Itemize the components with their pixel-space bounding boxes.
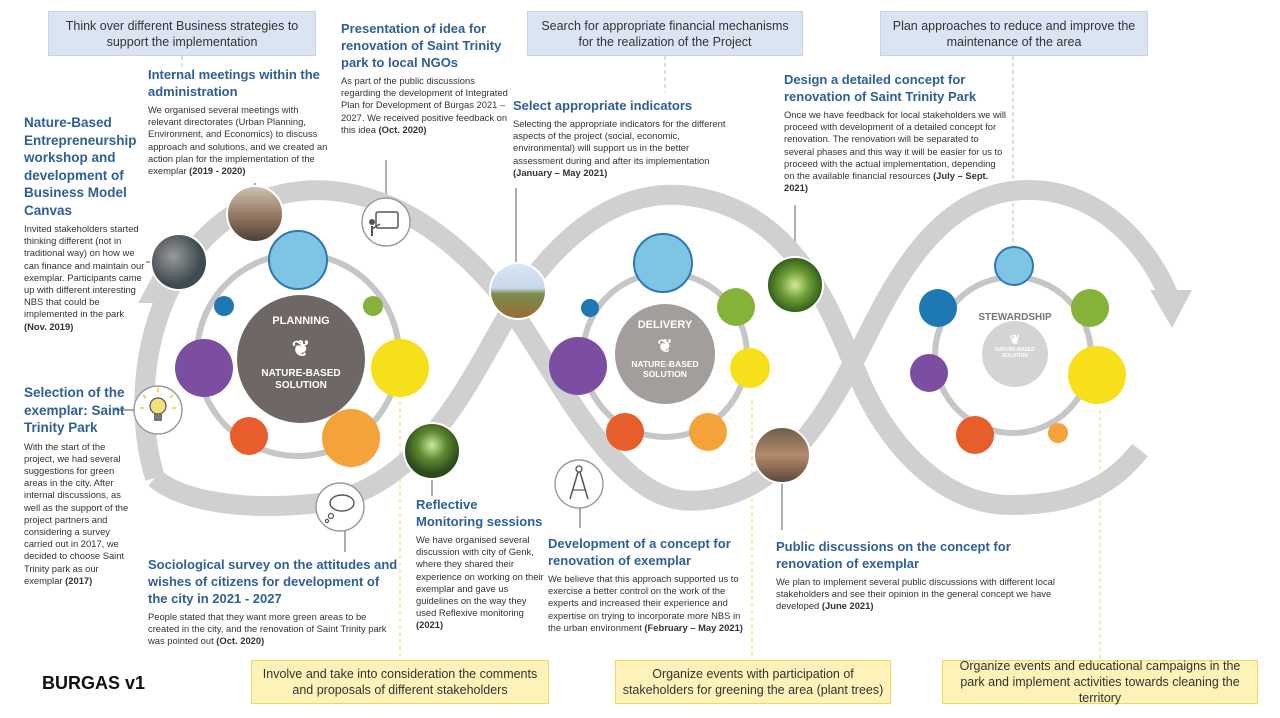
- tree-photo: [767, 257, 823, 313]
- block-title: Selection of the exemplar: Saint Trinity…: [24, 384, 136, 437]
- top-box-maintenance: Plan approaches to reduce and improve th…: [880, 11, 1148, 56]
- block-date: (February – May 2021): [644, 622, 742, 633]
- block-date: (Nov. 2019): [24, 321, 73, 332]
- block-selection-exemplar: Selection of the exemplar: Saint Trinity…: [24, 384, 136, 587]
- block-date: (Oct. 2020): [216, 635, 264, 646]
- leaf-icon: ❦: [241, 336, 361, 362]
- block-public-discussions: Public discussions on the concept for re…: [776, 538, 1076, 613]
- flow-arrowhead-right: [1150, 290, 1192, 328]
- block-presentation-ngos: Presentation of idea for renovation of S…: [341, 20, 511, 136]
- block-select-indicators: Select appropriate indicators Selecting …: [513, 97, 735, 179]
- block-design-concept: Design a detailed concept for renovation…: [784, 71, 1008, 194]
- block-sociological-survey: Sociological survey on the attitudes and…: [148, 556, 398, 648]
- delivery-title: DELIVERY: [620, 318, 710, 332]
- block-title: Nature-Based Entrepreneurship workshop a…: [24, 114, 146, 219]
- bottom-box-greening-events: Organize events with participation of st…: [615, 660, 891, 704]
- block-date: (2017): [65, 575, 92, 586]
- block-reflective-monitoring: Reflective Monitoring sessions We have o…: [416, 496, 544, 632]
- block-development-concept: Development of a concept for renovation …: [548, 535, 748, 634]
- planning-title: PLANNING: [241, 314, 361, 328]
- block-title: Select appropriate indicators: [513, 97, 735, 114]
- block-date: (January – May 2021): [513, 167, 607, 178]
- block-body: With the start of the project, we had se…: [24, 441, 128, 586]
- block-date: (2019 - 2020): [189, 165, 245, 176]
- block-body: People stated that they want more green …: [148, 611, 387, 646]
- block-title: Development of a concept for renovation …: [548, 535, 748, 569]
- delivery-subtitle: NATURE-BASED SOLUTION: [620, 359, 710, 379]
- block-date: (Oct. 2020): [379, 124, 427, 135]
- meeting-photo: [227, 186, 283, 242]
- block-date: (2021): [416, 619, 443, 630]
- presentation-board-icon: [362, 198, 410, 246]
- stewardship-subtitle: NATURE-BASED SOLUTION: [990, 347, 1040, 359]
- workshop-photo: [151, 234, 207, 290]
- block-body: We have organised several discussion wit…: [416, 534, 544, 618]
- forest-photo: [404, 423, 460, 479]
- leaf-icon: ❦: [620, 336, 710, 356]
- leaf-icon: ❦: [990, 333, 1040, 347]
- block-title: Reflective Monitoring sessions: [416, 496, 544, 530]
- block-date: (June 2021): [822, 600, 874, 611]
- block-title: Presentation of idea for renovation of S…: [341, 20, 511, 71]
- project-brand-label: BURGAS v1: [42, 673, 145, 694]
- block-title: Sociological survey on the attitudes and…: [148, 556, 398, 607]
- top-box-financial-mechanisms: Search for appropriate financial mechani…: [527, 11, 803, 56]
- planning-stage-label: PLANNING ❦ NATURE-BASED SOLUTION: [241, 314, 361, 392]
- thought-bubble-icon: [316, 483, 364, 531]
- block-nbe-workshop: Nature-Based Entrepreneurship workshop a…: [24, 114, 146, 333]
- delivery-stage-label: DELIVERY ❦ NATURE-BASED SOLUTION: [620, 318, 710, 379]
- block-title: Design a detailed concept for renovation…: [784, 71, 1008, 105]
- planning-subtitle: NATURE-BASED SOLUTION: [241, 368, 361, 392]
- block-title: Public discussions on the concept for re…: [776, 538, 1076, 572]
- field-photo: [490, 263, 546, 319]
- top-box-business-strategies: Think over different Business strategies…: [48, 11, 316, 56]
- lightbulb-icon: [134, 386, 182, 434]
- block-internal-meetings: Internal meetings within the administrat…: [148, 66, 332, 177]
- bottom-box-stakeholders: Involve and take into consideration the …: [251, 660, 549, 704]
- block-title: Internal meetings within the administrat…: [148, 66, 332, 100]
- stewardship-stage-label: STEWARDSHIP: [960, 311, 1070, 325]
- stewardship-title: STEWARDSHIP: [960, 311, 1070, 325]
- block-body: We plan to implement several public disc…: [776, 576, 1055, 611]
- public-discussion-photo: [754, 427, 810, 483]
- block-body: Selecting the appropriate indicators for…: [513, 118, 725, 166]
- stewardship-hub-label: ❦ NATURE-BASED SOLUTION: [990, 333, 1040, 359]
- bottom-box-educational-campaigns: Organize events and educational campaign…: [942, 660, 1258, 704]
- drafting-compass-icon: [555, 460, 603, 508]
- block-body: Invited stakeholders started thinking di…: [24, 223, 144, 319]
